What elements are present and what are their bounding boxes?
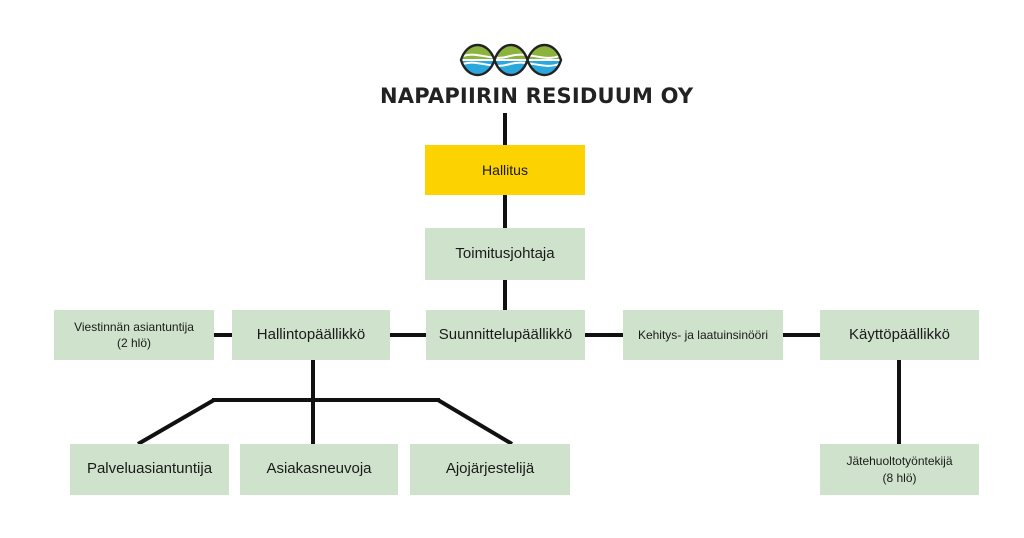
planning-manager-box: Suunnittelupäällikkö xyxy=(426,310,585,360)
connector-admin-down xyxy=(311,360,315,445)
connector-admin-planning xyxy=(390,333,426,337)
dev-engineer-label: Kehitys- ja laatuinsinööri xyxy=(637,327,769,342)
logo-outline xyxy=(459,43,563,77)
logo-wave-2 xyxy=(462,61,560,67)
ceo-label: Toimitusjohtaja xyxy=(455,244,555,262)
connector-board-ceo xyxy=(503,195,507,228)
company-name: NAPAPIIRIN RESIDUUM OY xyxy=(380,84,694,108)
connector-branch-right-diagonal xyxy=(436,398,514,446)
admin-manager-label: Hallintopäällikkö xyxy=(256,325,366,343)
connector-ceo-planning xyxy=(503,280,507,310)
ceo-box: Toimitusjohtaja xyxy=(425,228,585,280)
waste-worker-count: (8 hlö) xyxy=(882,470,917,485)
connector-branch-horizontal xyxy=(212,398,440,402)
customer-advisor-box: Asiakasneuvoja xyxy=(240,444,398,495)
board-box: Hallitus xyxy=(425,145,585,195)
communications-title: Viestinnän asiantuntija xyxy=(74,319,194,334)
planning-manager-label: Suunnittelupäällikkö xyxy=(438,325,573,343)
connector-logo-board xyxy=(503,113,507,145)
connector-dev-operations xyxy=(783,333,820,337)
connector-operations-down xyxy=(897,360,901,444)
board-label: Hallitus xyxy=(482,161,528,178)
communications-count: (2 hlö) xyxy=(116,336,151,350)
waste-worker-title: Jätehuoltotyöntekijä xyxy=(846,454,953,469)
operations-manager-box: Käyttöpäällikkö xyxy=(820,310,979,360)
service-expert-box: Palveluasiantuntija xyxy=(70,444,229,495)
waste-worker-box: Jätehuoltotyöntekijä (8 hlö) xyxy=(820,444,979,495)
logo-wave-1 xyxy=(462,53,560,59)
company-logo xyxy=(459,43,563,77)
connector-comms-admin xyxy=(214,333,232,337)
customer-advisor-label: Asiakasneuvoja xyxy=(266,460,372,478)
route-planner-box: Ajojärjestelijä xyxy=(410,444,570,495)
connector-branch-left-diagonal xyxy=(136,398,216,446)
route-planner-label: Ajojärjestelijä xyxy=(445,460,535,478)
admin-manager-box: Hallintopäällikkö xyxy=(232,310,390,360)
operations-manager-label: Käyttöpäällikkö xyxy=(849,325,950,343)
communications-box: Viestinnän asiantuntija (2 hlö) xyxy=(54,310,214,360)
connector-planning-dev xyxy=(585,333,623,337)
dev-engineer-box: Kehitys- ja laatuinsinööri xyxy=(623,310,783,360)
service-expert-label: Palveluasiantuntija xyxy=(86,460,213,478)
